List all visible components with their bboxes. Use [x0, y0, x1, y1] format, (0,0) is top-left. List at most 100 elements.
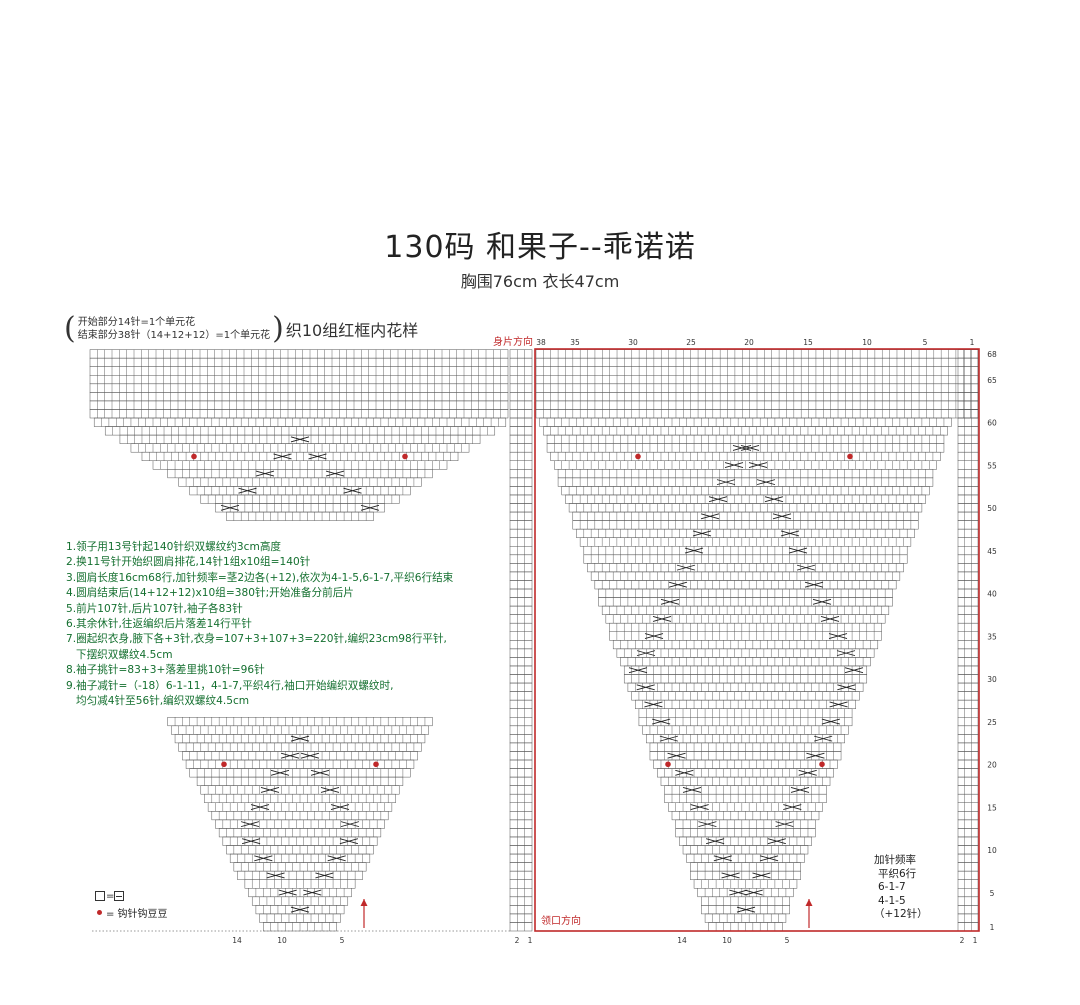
instruction-line: 7.圈起织衣身,腋下各+3针,衣身=107+3+107+3=220针,编织23c… — [66, 633, 447, 646]
row-cells — [964, 777, 972, 786]
row-cells — [266, 913, 334, 923]
row-outline — [638, 717, 853, 727]
row-cells — [517, 640, 525, 649]
row-cells — [517, 734, 525, 743]
row-outline — [509, 417, 533, 427]
row-cells — [517, 717, 525, 726]
row-cells — [517, 512, 525, 521]
row-cells — [517, 392, 525, 401]
row-cells — [517, 477, 525, 487]
row-cells — [964, 648, 972, 658]
arrow-head — [360, 899, 368, 906]
row-outline — [572, 520, 919, 530]
instruction-line: 3.圆肩长度16cm68行,加针频率=茎2边各(+12),依次为4-1-5,6-… — [66, 571, 454, 584]
row-axis-tick: 1 — [990, 923, 995, 932]
row-cells — [697, 862, 794, 872]
row-cells — [517, 836, 525, 846]
row-cells — [964, 358, 972, 367]
row-outline — [509, 349, 533, 359]
row-cells — [964, 623, 972, 632]
red-dot — [221, 761, 227, 768]
instruction-line: 2.换11号针开始织圆肩排花,14针1组x10组=140针 — [66, 556, 311, 569]
row-cells — [517, 742, 525, 752]
row-cells — [543, 375, 971, 384]
row-cells — [964, 691, 972, 701]
row-outline — [509, 657, 533, 667]
cross-stitch-mark — [308, 453, 327, 460]
red-frame — [534, 348, 980, 932]
row-outline — [509, 631, 533, 641]
row-outline — [509, 605, 533, 615]
row-cells — [112, 426, 488, 436]
row-axis-tick: 68 — [987, 350, 997, 359]
row-axis-tick: 40 — [987, 590, 997, 599]
row-cells — [97, 409, 501, 418]
row-cells — [543, 409, 971, 418]
row-cells — [97, 400, 501, 410]
row-cells — [712, 913, 779, 923]
cross-stitch-mark — [300, 752, 320, 759]
row-cells — [635, 683, 856, 692]
row-cells — [964, 888, 972, 897]
row-outline — [957, 605, 979, 615]
top-axis-tick: 38 — [536, 338, 546, 347]
row-axis-tick: 20 — [987, 761, 997, 770]
row-cells — [517, 546, 525, 555]
cross-stitch-mark — [764, 496, 784, 503]
row-cells — [631, 674, 860, 684]
row-cells — [964, 400, 972, 410]
row-outline — [509, 648, 533, 658]
cross-stitch-mark — [255, 470, 275, 477]
row-cells — [601, 580, 890, 589]
row-cells — [964, 383, 972, 393]
row-outline — [957, 580, 979, 590]
row-cells — [174, 717, 426, 726]
cross-stitch-mark — [820, 615, 840, 622]
row-outline — [957, 836, 979, 846]
row-cells — [127, 435, 473, 444]
row-cells — [517, 563, 525, 572]
cross-stitch-mark — [254, 855, 273, 862]
cross-stitch-mark — [659, 735, 678, 742]
row-outline — [222, 836, 378, 846]
row-outline — [682, 845, 809, 855]
cross-stitch-mark — [660, 598, 680, 605]
row-outline — [572, 511, 919, 521]
cross-stitch-mark — [339, 838, 359, 845]
row-cells — [233, 845, 367, 855]
row-cells — [964, 794, 972, 803]
row-outline — [638, 708, 853, 718]
row-outline — [587, 563, 904, 573]
row-outline — [957, 528, 979, 538]
row-cells — [229, 836, 371, 846]
row-outline — [660, 776, 831, 786]
row-outline — [690, 862, 801, 872]
row-outline — [509, 862, 533, 872]
cross-stitch-mark — [767, 838, 786, 845]
row-cells — [182, 734, 418, 743]
bottom-axis-right-tick: 1 — [973, 936, 978, 945]
cross-stitch-mark — [829, 701, 848, 708]
row-cells — [620, 640, 871, 649]
row-cells — [207, 785, 393, 795]
row-outline — [957, 802, 979, 812]
row-axis-tick: 5 — [990, 889, 995, 898]
row-cells — [517, 486, 525, 495]
row-outline — [89, 409, 509, 419]
row-cells — [579, 520, 912, 530]
row-cells — [517, 768, 525, 778]
row-outline — [509, 460, 533, 470]
row-outline — [509, 426, 533, 436]
row-outline — [957, 597, 979, 607]
row-outline — [509, 614, 533, 624]
row-outline — [509, 503, 533, 513]
row-outline — [957, 477, 979, 487]
row-outline — [957, 546, 979, 556]
row-outline — [509, 563, 533, 573]
bottom-axis-left-tick: 1 — [528, 936, 533, 945]
row-cells — [517, 657, 525, 666]
row-cells — [517, 554, 525, 564]
row-outline — [957, 486, 979, 496]
cross-stitch-mark — [706, 838, 725, 845]
